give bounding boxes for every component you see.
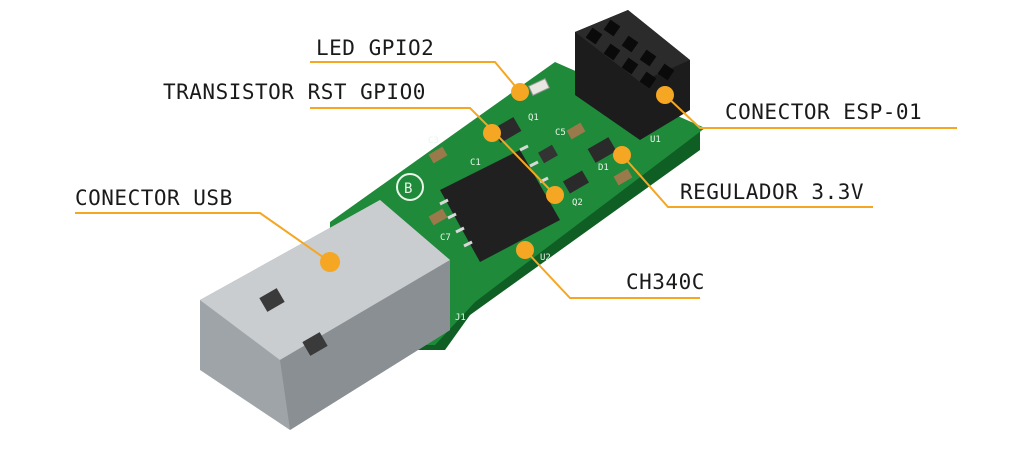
silk-q2: Q2 (572, 198, 583, 208)
leader-line-esp01 (664, 94, 957, 129)
marker-regulator (613, 146, 631, 164)
silk-c3: C3 (428, 136, 439, 146)
marker-esp01 (656, 86, 674, 104)
marker-usb (320, 252, 340, 272)
label-transistor: TRANSISTOR RST GPIO0 (163, 80, 426, 104)
leader-line-usb (75, 212, 331, 263)
silk-q1: Q1 (528, 113, 539, 123)
marker-transistor (483, 124, 501, 142)
silk-b-logo: B (404, 181, 412, 197)
esp01-header (575, 10, 690, 140)
label-esp01: CONECTOR ESP-01 (725, 100, 923, 124)
silk-c5: C5 (555, 128, 566, 138)
label-regulator: REGULADOR 3.3V (680, 180, 865, 204)
leader-line-chip (524, 249, 700, 299)
marker-transistor-end (546, 186, 564, 204)
leader-line-led (310, 61, 521, 93)
silk-u2: U2 (540, 253, 551, 263)
silk-j1: J1 (455, 313, 466, 323)
leader-line-transistor (310, 107, 556, 196)
silk-u1: U1 (650, 135, 661, 145)
silk-c7: C7 (440, 233, 451, 243)
leader-line-regulator (621, 154, 873, 208)
led-component (528, 78, 550, 96)
label-usb: CONECTOR USB (75, 186, 233, 210)
marker-chip (516, 241, 534, 259)
leader-lines (75, 61, 957, 299)
marker-dots (320, 83, 674, 272)
marker-led (511, 83, 529, 101)
b-logo-circle (396, 173, 424, 201)
silk-c1: C1 (470, 158, 481, 168)
label-led: LED GPIO2 (316, 36, 435, 60)
label-chip: CH340C (626, 270, 705, 294)
usb-plug (200, 200, 450, 430)
silk-d1: D1 (598, 163, 609, 173)
